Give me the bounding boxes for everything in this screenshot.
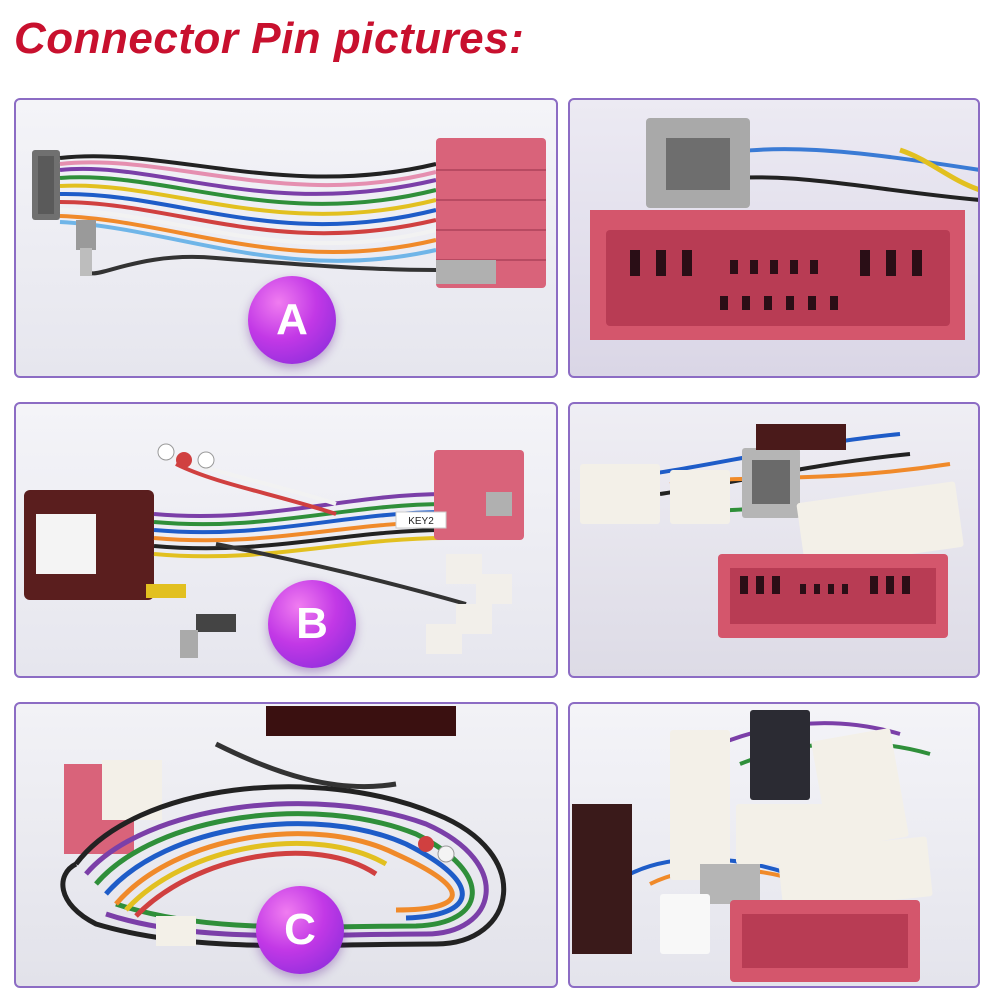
badge-a: A: [248, 276, 336, 364]
connectors-c-closeup-illustration: [572, 710, 933, 982]
photo-harness-c: C: [14, 702, 558, 988]
badge-b: B: [268, 580, 356, 668]
photo-connector-a-closeup: [568, 98, 980, 378]
photo-connectors-c-closeup: [568, 702, 980, 988]
photo-harness-b: KEY2 B: [14, 402, 558, 678]
photo-harness-a: A: [14, 98, 558, 378]
harness-a-illustration: [32, 138, 546, 288]
key2-wire-tag: KEY2: [408, 516, 434, 527]
photo-connectors-b-closeup: [568, 402, 980, 678]
page-title: Connector Pin pictures:: [14, 14, 525, 63]
badge-c: C: [256, 886, 344, 974]
connectors-b-closeup-illustration: [580, 424, 964, 638]
connector-a-closeup-illustration: [590, 118, 978, 340]
harness-b-illustration: KEY2: [24, 443, 524, 658]
harness-c-illustration: [60, 706, 507, 949]
